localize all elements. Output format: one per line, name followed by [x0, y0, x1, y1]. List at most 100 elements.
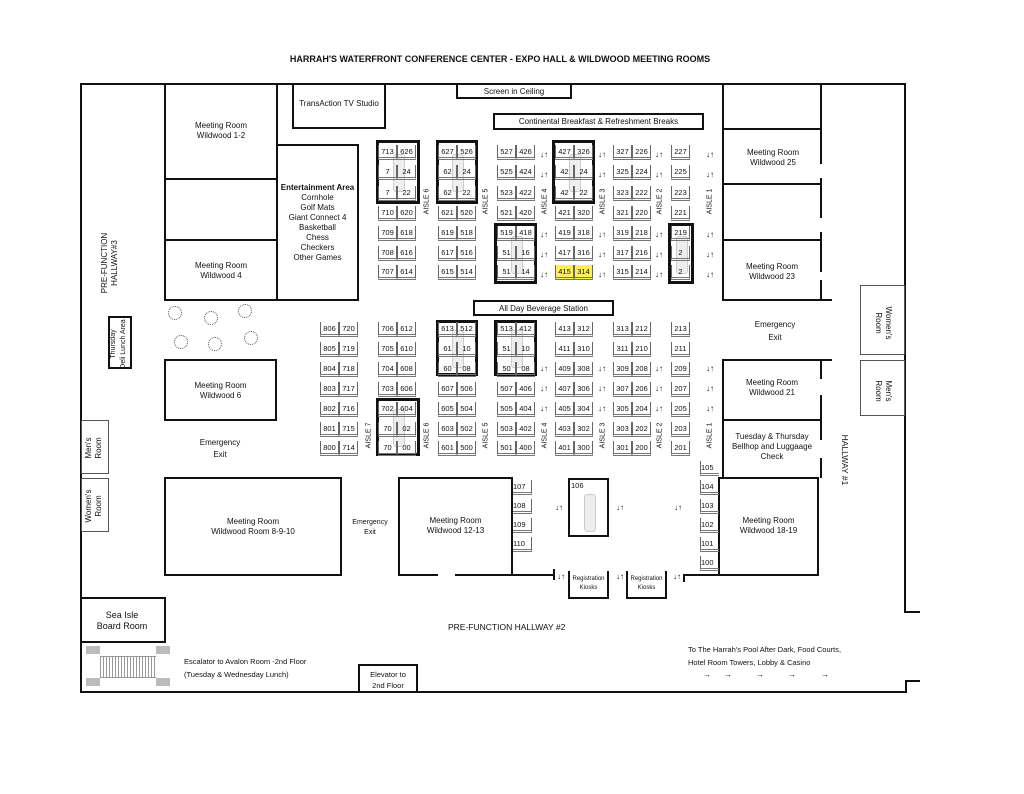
booth[interactable]: 104 — [700, 480, 719, 495]
booth[interactable]: 418 — [516, 226, 535, 241]
booth[interactable]: 619 — [438, 226, 457, 241]
booth[interactable]: 512 — [457, 322, 476, 337]
booth[interactable]: 70 — [378, 422, 397, 437]
booth[interactable]: 501 — [497, 441, 516, 456]
booth[interactable]: 615 — [438, 265, 457, 280]
booth[interactable]: 417 — [555, 246, 574, 261]
booth[interactable]: 227 — [671, 145, 690, 160]
booth[interactable]: 412 — [516, 322, 535, 337]
booth[interactable]: 204 — [632, 402, 651, 417]
booth[interactable]: 800 — [320, 441, 339, 456]
booth[interactable]: 14 — [516, 265, 535, 280]
booth[interactable]: 08 — [457, 362, 476, 377]
booth[interactable]: 607 — [438, 382, 457, 397]
booth[interactable]: 202 — [632, 422, 651, 437]
booth[interactable]: 223 — [671, 186, 690, 201]
booth[interactable]: 109 — [513, 518, 532, 533]
booth[interactable]: 308 — [574, 362, 593, 377]
booth[interactable]: 614 — [397, 265, 416, 280]
booth[interactable]: 708 — [378, 246, 397, 261]
sea-isle-board-room[interactable]: Sea Isle Board Room — [80, 597, 166, 643]
booth[interactable]: 400 — [516, 441, 535, 456]
booth[interactable]: 422 — [516, 186, 535, 201]
booth[interactable]: 514 — [457, 265, 476, 280]
booth[interactable]: 420 — [516, 206, 535, 221]
booth[interactable]: 216 — [632, 246, 651, 261]
booth[interactable]: 407 — [555, 382, 574, 397]
booth[interactable]: 51 — [497, 246, 516, 261]
booth[interactable]: 505 — [497, 402, 516, 417]
booth[interactable]: 50 — [497, 362, 516, 377]
booth-106[interactable]: 106 — [568, 478, 609, 537]
booth[interactable]: 803 — [320, 382, 339, 397]
booth[interactable]: 203 — [671, 422, 690, 437]
booth[interactable]: 218 — [632, 226, 651, 241]
booth[interactable]: 207 — [671, 382, 690, 397]
booth[interactable]: 100 — [700, 556, 719, 571]
meeting-room-wildwood-1-2[interactable]: Meeting Room Wildwood 1-2 — [164, 83, 278, 180]
booth[interactable]: 710 — [378, 206, 397, 221]
booth[interactable]: 10 — [457, 342, 476, 357]
booth[interactable]: 427 — [555, 145, 574, 160]
booth[interactable]: 707 — [378, 265, 397, 280]
booth[interactable]: 525 — [497, 165, 516, 180]
booth[interactable]: 521 — [497, 206, 516, 221]
booth[interactable]: 326 — [574, 145, 593, 160]
booth[interactable]: 7 — [378, 165, 397, 180]
booth[interactable]: 603 — [438, 422, 457, 437]
booth[interactable]: 317 — [613, 246, 632, 261]
booth[interactable]: 506 — [457, 382, 476, 397]
booth[interactable]: 42 — [555, 165, 574, 180]
booth[interactable]: 110 — [513, 537, 532, 552]
booth[interactable]: 22 — [457, 186, 476, 201]
booth[interactable]: 24 — [397, 165, 416, 180]
booth[interactable]: 105 — [700, 461, 719, 476]
booth[interactable]: 519 — [497, 226, 516, 241]
booth[interactable]: 720 — [339, 322, 358, 337]
booth[interactable]: 606 — [397, 382, 416, 397]
booth[interactable]: 22 — [397, 186, 416, 201]
booth[interactable]: 516 — [457, 246, 476, 261]
booth[interactable]: 804 — [320, 362, 339, 377]
booth[interactable]: 316 — [574, 246, 593, 261]
booth[interactable]: 214 — [632, 265, 651, 280]
booth[interactable]: 306 — [574, 382, 593, 397]
booth[interactable]: 610 — [397, 342, 416, 357]
booth[interactable]: 601 — [438, 441, 457, 456]
booth[interactable]: 212 — [632, 322, 651, 337]
booth[interactable]: 205 — [671, 402, 690, 417]
meeting-room-wildwood-4[interactable]: Meeting Room Wildwood 4 — [164, 239, 278, 301]
booth[interactable]: 327 — [613, 145, 632, 160]
booth[interactable]: 22 — [574, 186, 593, 201]
booth[interactable]: 226 — [632, 145, 651, 160]
booth[interactable]: 507 — [497, 382, 516, 397]
booth[interactable]: 716 — [339, 402, 358, 417]
booth[interactable]: 206 — [632, 382, 651, 397]
booth[interactable]: 500 — [457, 441, 476, 456]
booth[interactable]: 502 — [457, 422, 476, 437]
booth[interactable]: 709 — [378, 226, 397, 241]
booth[interactable]: 713 — [378, 145, 397, 160]
booth[interactable]: 419 — [555, 226, 574, 241]
booth[interactable]: 16 — [516, 246, 535, 261]
booth[interactable]: 51 — [497, 342, 516, 357]
booth[interactable]: 62 — [438, 186, 457, 201]
booth[interactable]: 715 — [339, 422, 358, 437]
booth[interactable]: 717 — [339, 382, 358, 397]
booth[interactable]: 526 — [457, 145, 476, 160]
booth[interactable]: 319 — [613, 226, 632, 241]
booth[interactable]: 520 — [457, 206, 476, 221]
booth[interactable]: 307 — [613, 382, 632, 397]
booth[interactable]: 703 — [378, 382, 397, 397]
booth[interactable]: 208 — [632, 362, 651, 377]
booth[interactable]: 10 — [516, 342, 535, 357]
booth[interactable]: 627 — [438, 145, 457, 160]
booth[interactable]: 303 — [613, 422, 632, 437]
booth[interactable]: 60 — [438, 362, 457, 377]
booth[interactable]: 310 — [574, 342, 593, 357]
elevator[interactable]: Elevator to 2nd Floor — [358, 664, 418, 693]
booth[interactable]: 213 — [671, 322, 690, 337]
booth[interactable]: 302 — [574, 422, 593, 437]
booth[interactable]: 211 — [671, 342, 690, 357]
